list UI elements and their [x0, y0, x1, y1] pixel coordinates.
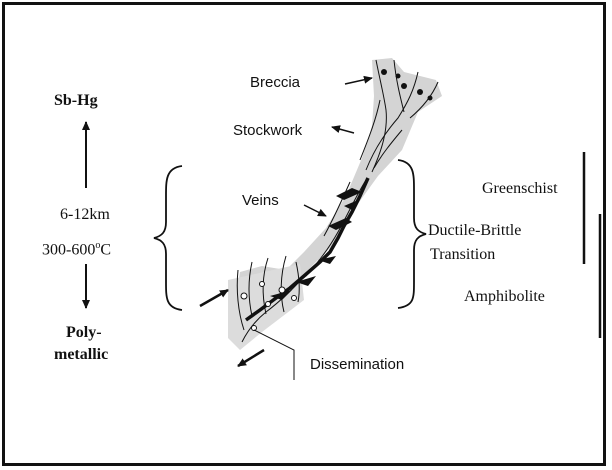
- temperature-label: 300-600oC: [42, 240, 111, 259]
- ductile-brittle-label-line2: Transition: [430, 246, 495, 264]
- breccia-arrow: [345, 78, 372, 84]
- stockwork-arrow: [332, 127, 354, 133]
- exit-arrow: [238, 350, 264, 366]
- dissemination-leader: [254, 330, 294, 380]
- entry-arrow: [200, 290, 228, 306]
- polymetallic-label-line1: Poly-: [66, 324, 102, 342]
- depth-label: 6-12km: [60, 206, 110, 224]
- dissemination-label: Dissemination: [310, 356, 404, 373]
- right-brace: [398, 160, 426, 308]
- amphibolite-label: Amphibolite: [464, 288, 545, 306]
- breccia-label: Breccia: [250, 74, 300, 91]
- veins-arrow: [304, 205, 326, 216]
- polymetallic-label-line2: metallic: [54, 346, 108, 364]
- ductile-brittle-label-line1: Ductile-Brittle: [428, 222, 521, 240]
- sb-hg-label: Sb-Hg: [54, 92, 98, 110]
- stockwork-label: Stockwork: [233, 122, 302, 139]
- veins-label: Veins: [242, 192, 279, 209]
- left-brace: [154, 166, 182, 310]
- greenschist-label: Greenschist: [482, 180, 558, 198]
